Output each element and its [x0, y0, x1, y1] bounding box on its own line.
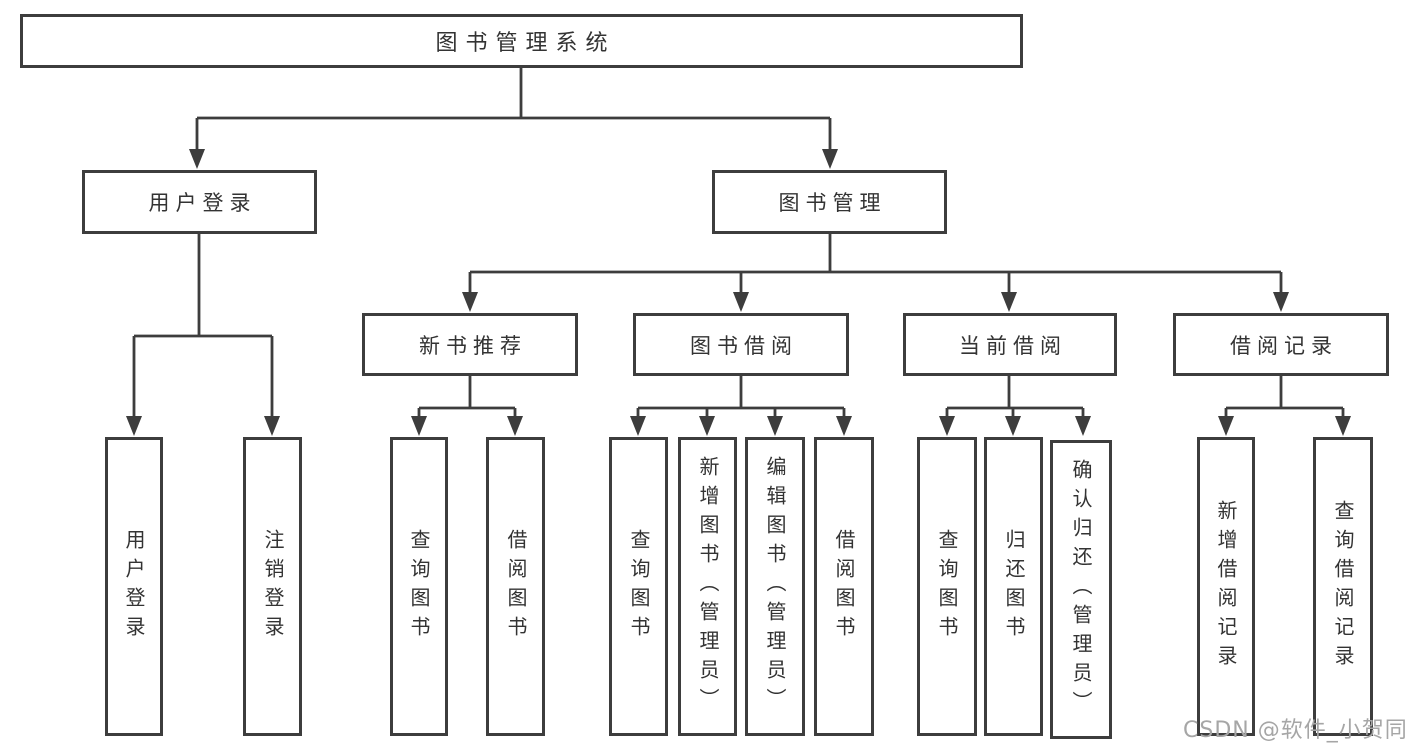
node-borrowing-records: 借阅记录 — [1173, 313, 1389, 376]
node-leaf-bb-edit-books-admin: 编辑图书（管理员） — [745, 437, 805, 736]
node-leaf-nbr-query-books: 查询图书 — [390, 437, 448, 736]
node-leaf-logout: 注销登录 — [243, 437, 302, 736]
node-leaf-cb-return-books: 归还图书 — [984, 437, 1043, 736]
connector-arrowheads — [126, 149, 1351, 436]
node-book-management: 图书管理 — [712, 170, 947, 234]
node-new-book-recommend: 新书推荐 — [362, 313, 578, 376]
connector-lines — [132, 68, 1345, 418]
node-leaf-bb-add-books-admin: 新增图书（管理员） — [678, 437, 737, 736]
node-book-borrowing: 图书借阅 — [633, 313, 849, 376]
node-leaf-user-login: 用户登录 — [105, 437, 163, 736]
node-leaf-bb-borrow-books: 借阅图书 — [814, 437, 874, 736]
node-leaf-cb-confirm-return-admin: 确认归还（管理员） — [1050, 440, 1112, 739]
node-leaf-cb-query-books: 查询图书 — [917, 437, 977, 736]
node-leaf-nbr-borrow-books: 借阅图书 — [486, 437, 545, 736]
node-user-login-group: 用户登录 — [82, 170, 317, 234]
node-library-system: 图书管理系统 — [20, 14, 1023, 68]
csdn-watermark: CSDN @软件_小贺同学 — [1183, 718, 1405, 743]
node-leaf-rec-add-record: 新增借阅记录 — [1197, 437, 1255, 736]
node-leaf-rec-query-record: 查询借阅记录 — [1313, 437, 1373, 736]
node-current-borrowing: 当前借阅 — [903, 313, 1117, 376]
node-leaf-bb-query-books: 查询图书 — [609, 437, 668, 736]
